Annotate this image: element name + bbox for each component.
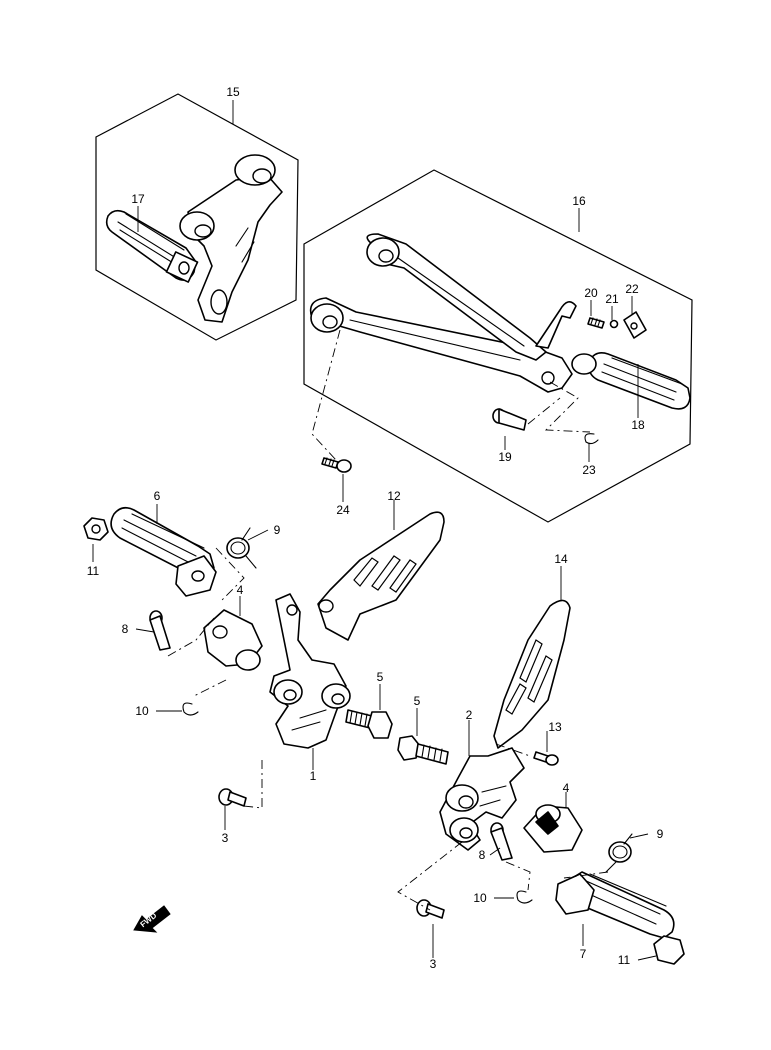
assembly-box-15 <box>95 93 299 341</box>
assembly-lines <box>167 329 609 911</box>
callout-14: 14 <box>554 552 568 566</box>
bolt-24[interactable] <box>321 457 352 473</box>
callout-24: 24 <box>336 503 350 517</box>
e-clip-23[interactable] <box>584 433 599 445</box>
heel-guard-14[interactable] <box>493 599 571 749</box>
nut-11-left[interactable] <box>83 517 109 541</box>
spring-9-left[interactable] <box>226 527 257 569</box>
rear-footpeg-18[interactable] <box>571 352 691 410</box>
footpeg-holder-4-left[interactable] <box>203 609 263 671</box>
nut-11-right[interactable] <box>653 935 685 965</box>
pin-8-right[interactable] <box>490 822 513 861</box>
leader-lines <box>92 100 657 961</box>
footpeg-6[interactable] <box>110 506 217 597</box>
callout-7: 7 <box>580 947 587 961</box>
pin-19[interactable] <box>492 408 527 431</box>
callout-16: 16 <box>572 194 586 208</box>
callout-10-left: 10 <box>135 704 149 718</box>
callout-5-right: 5 <box>414 694 421 708</box>
callout-labels: 15 17 16 20 21 22 18 19 23 24 6 9 12 11 … <box>87 85 664 971</box>
pin-8-left[interactable] <box>149 610 171 651</box>
callout-17: 17 <box>131 192 145 206</box>
callout-11-right: 11 <box>618 953 631 967</box>
callout-22: 22 <box>625 282 639 296</box>
callout-2: 2 <box>466 708 473 722</box>
bolt-20[interactable] <box>587 317 605 329</box>
e-clip-10-left[interactable] <box>182 702 199 716</box>
footpeg-holder-4-right[interactable] <box>523 804 583 853</box>
callout-4-left: 4 <box>237 583 244 597</box>
callout-6: 6 <box>154 489 161 503</box>
callout-13: 13 <box>548 720 562 734</box>
callout-3-left: 3 <box>222 831 229 845</box>
footpeg-7[interactable] <box>555 871 675 939</box>
plate-22[interactable] <box>623 311 647 339</box>
callout-23: 23 <box>582 463 596 477</box>
rear-footrest-bracket-left[interactable] <box>179 154 283 323</box>
e-clip-10-right[interactable] <box>516 890 533 904</box>
callout-9-left: 9 <box>274 523 281 537</box>
heel-guard-12[interactable] <box>317 511 445 641</box>
callout-20: 20 <box>584 286 598 300</box>
bolt-3-left[interactable] <box>218 788 247 807</box>
footrest-bracket-2[interactable] <box>439 747 525 851</box>
bolt-5-left[interactable] <box>345 709 393 739</box>
callout-18: 18 <box>631 418 645 432</box>
callout-8-right: 8 <box>479 848 486 862</box>
callout-9-right: 9 <box>657 827 664 841</box>
callout-12: 12 <box>387 489 401 503</box>
bolt-5-right[interactable] <box>397 735 449 765</box>
callout-5-left: 5 <box>377 670 384 684</box>
callout-1: 1 <box>310 769 317 783</box>
forward-direction-marker: FWD <box>133 905 171 933</box>
callout-15: 15 <box>226 85 240 99</box>
rear-footpeg-17[interactable] <box>105 209 199 283</box>
callout-11-left: 11 <box>87 564 100 578</box>
footrest-bracket-1[interactable] <box>269 593 351 749</box>
washer-21[interactable] <box>609 319 619 329</box>
spring-9-right[interactable] <box>605 833 633 873</box>
callout-3-right: 3 <box>430 957 437 971</box>
callout-10-right: 10 <box>473 891 487 905</box>
bolt-13[interactable] <box>533 751 559 766</box>
callout-4-right: 4 <box>563 781 570 795</box>
bolt-3-right[interactable] <box>416 899 445 919</box>
callout-8-left: 8 <box>122 622 129 636</box>
callout-19: 19 <box>498 450 512 464</box>
rear-footrest-bracket-right[interactable] <box>309 233 577 393</box>
assembly-box-16 <box>303 169 693 523</box>
callout-21: 21 <box>605 292 619 306</box>
